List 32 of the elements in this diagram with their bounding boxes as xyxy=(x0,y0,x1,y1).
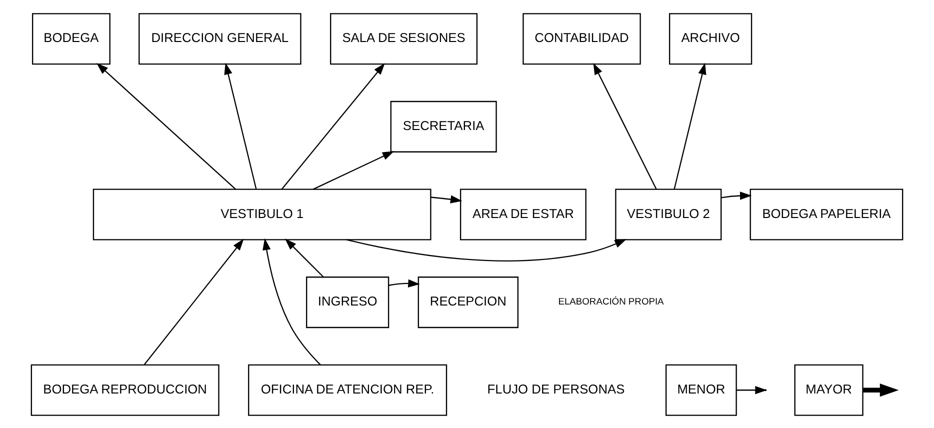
node-box: OFICINA DE ATENCION REP. xyxy=(248,364,448,416)
node-box: MENOR xyxy=(665,364,737,416)
node-box: BODEGA xyxy=(32,12,110,64)
node-box: BODEGA REPRODUCCION xyxy=(30,364,220,416)
node-box: DIRECCION GENERAL xyxy=(138,12,302,64)
node-box: AREA DE ESTAR xyxy=(460,188,586,240)
arrow xyxy=(312,150,394,190)
label: FLUJO DE PERSONAS xyxy=(487,380,625,396)
arrow xyxy=(721,191,752,200)
node-box: MAYOR xyxy=(794,364,864,416)
node-box: VESTIBULO 1 xyxy=(92,188,432,240)
arrow xyxy=(862,383,899,396)
arrow xyxy=(346,238,627,261)
node-box: ARCHIVO xyxy=(669,12,752,64)
node-box: VESTIBULO 2 xyxy=(615,188,722,240)
node-box: RECEPCION xyxy=(418,276,519,328)
arrow xyxy=(284,238,324,277)
arrow xyxy=(144,238,244,365)
node-box: SECRETARIA xyxy=(390,100,497,152)
node-box: SALA DE SESIONES xyxy=(330,12,478,64)
label: ELABORACIÓN PROPIA xyxy=(558,296,664,306)
arrow xyxy=(224,62,257,189)
arrow xyxy=(388,278,420,288)
arrow xyxy=(430,194,462,203)
node-box: CONTABILIDAD xyxy=(522,12,641,64)
arrow xyxy=(96,62,236,190)
arrow xyxy=(674,62,706,189)
arrow xyxy=(262,238,321,365)
arrow xyxy=(281,62,385,190)
node-box: BODEGA PAPELERIA xyxy=(750,188,904,240)
node-box: INGRESO xyxy=(306,276,390,328)
arrow xyxy=(593,62,657,189)
